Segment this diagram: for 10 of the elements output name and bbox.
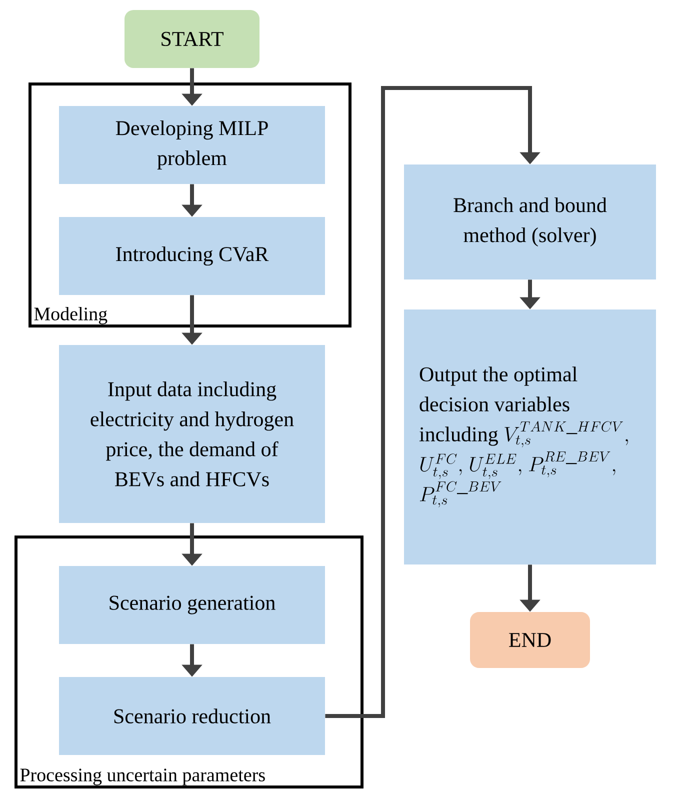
arrow: [325, 86, 540, 718]
process-box: Scenario generation: [59, 566, 325, 644]
process-box: Scenario reduction: [59, 677, 325, 755]
end-terminal: END: [470, 612, 590, 668]
process-box: Branch and bound method (solver): [404, 164, 656, 280]
start-terminal: START: [124, 10, 260, 68]
process-box: Developing MILP problem: [59, 106, 325, 184]
process-box: Introducing CVaR: [59, 217, 325, 295]
process-box: Input data including electricity and hydrogen price, the demand of BEVs and HFCVs: [59, 345, 325, 523]
process-box: Output the optimal decision variables including $V_{t,s}^{TANK\_HFCV},$ $U_{t,s}^{FC},$ $U_{t,s}^{ELE},$ $P_{t,s}^{RE\_BEV},$ $P_{t,s}^{FC\_BEV}$: [404, 310, 656, 564]
